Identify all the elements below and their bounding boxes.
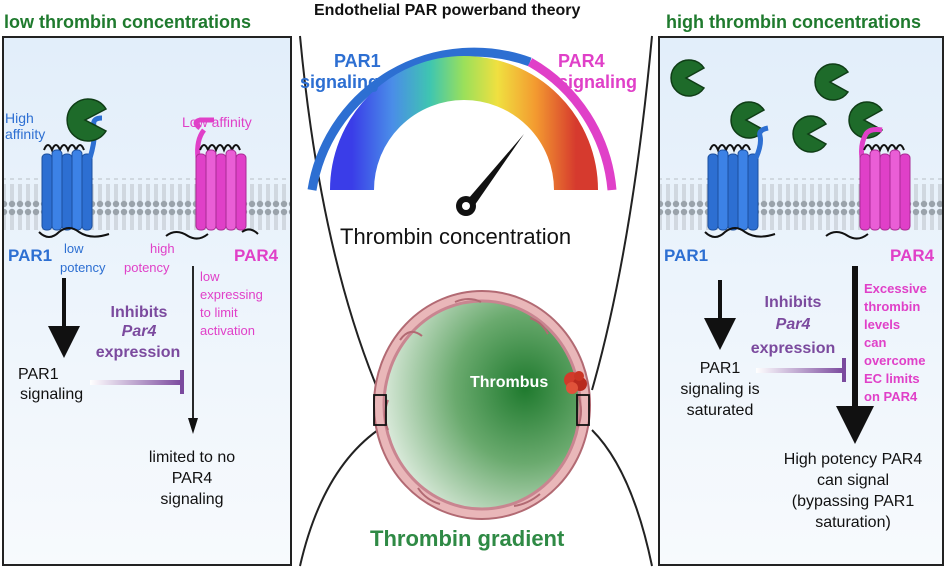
low-expressing-4: activation [200,323,255,338]
thrombin-pacman-icon [792,115,828,153]
low-potency-2: potency [60,260,106,275]
excessive-2: thrombin [864,299,921,314]
left-panel [2,36,292,566]
thrombus-label: Thrombus [470,374,549,391]
main-title: Endothelial PAR powerband theory [314,2,581,19]
high-potency-right-1: High potency PAR4 [783,451,923,468]
thrombus-clot-icon [564,371,587,394]
limited-1: limited to no [148,449,236,466]
high-potency-right-2: can signal [816,472,890,489]
center-par1-signaling-1: PAR1 [334,51,381,71]
excessive-6: EC limits [864,371,920,386]
left-inhibits-3: expression [95,344,181,361]
thrombin-pacman-icon [66,98,108,142]
right-inhibits-2: Par4 [775,316,811,333]
saturated-1: PAR1 [699,360,741,377]
high-potency-right-4: saturation) [815,514,891,531]
left-par1-signaling-2: signaling [20,386,84,403]
left-par4-receptor-icon [165,117,259,240]
left-inhibits-2: Par4 [121,323,157,340]
right-par4-label: PAR4 [890,246,935,265]
saturated-3: saturated [686,402,754,419]
high-potency-2: potency [124,260,170,275]
right-par4-receptor-icon [825,127,911,240]
left-par1-signaling-1: PAR1 [18,366,59,383]
left-par4-label: PAR4 [234,246,279,265]
left-inhibits-1: Inhibits [110,304,168,321]
thrombin-pacman-icon [670,59,706,97]
thrombin-pacman-icon [814,63,850,101]
right-panel-title: high thrombin concentrations [666,12,921,32]
saturated-2: signaling is [680,381,760,398]
excessive-5: overcome [864,353,926,368]
right-inhibits-1: Inhibits [764,294,822,311]
low-expressing-1: low [200,269,220,284]
center-par4-signaling-2: signaling [558,72,638,92]
high-affinity-label-2: affinity [5,126,46,142]
left-par1-label: PAR1 [8,246,53,265]
excessive-7: on PAR4 [864,389,918,404]
low-potency-1: low [64,241,84,256]
thrombin-concentration-label: Thrombin concentration [340,224,572,249]
excessive-4: can [864,335,887,350]
high-affinity-label-1: High [5,110,34,126]
low-affinity-label: Low affinity [182,114,252,130]
right-inhibits-3: expression [750,340,836,357]
center-par1-signaling-2: signaling [300,72,380,92]
low-expressing-2: expressing [200,287,263,302]
excessive-3: levels [864,317,901,332]
thrombin-pacman-icon [730,101,766,139]
high-potency-1: high [150,241,175,256]
limited-2: PAR4 [171,470,213,487]
thrombin-gradient-label: Thrombin gradient [370,526,565,551]
right-par1-receptor-icon [704,125,776,238]
limited-3: signaling [160,491,224,508]
center-par4-signaling-1: PAR4 [558,51,605,71]
excessive-1: Excessive [864,281,927,296]
right-par1-label: PAR1 [664,246,709,265]
low-expressing-3: to limit [200,305,238,320]
high-potency-right-3: (bypassing PAR1 [791,493,915,510]
left-panel-title: low thrombin concentrations [4,12,252,32]
